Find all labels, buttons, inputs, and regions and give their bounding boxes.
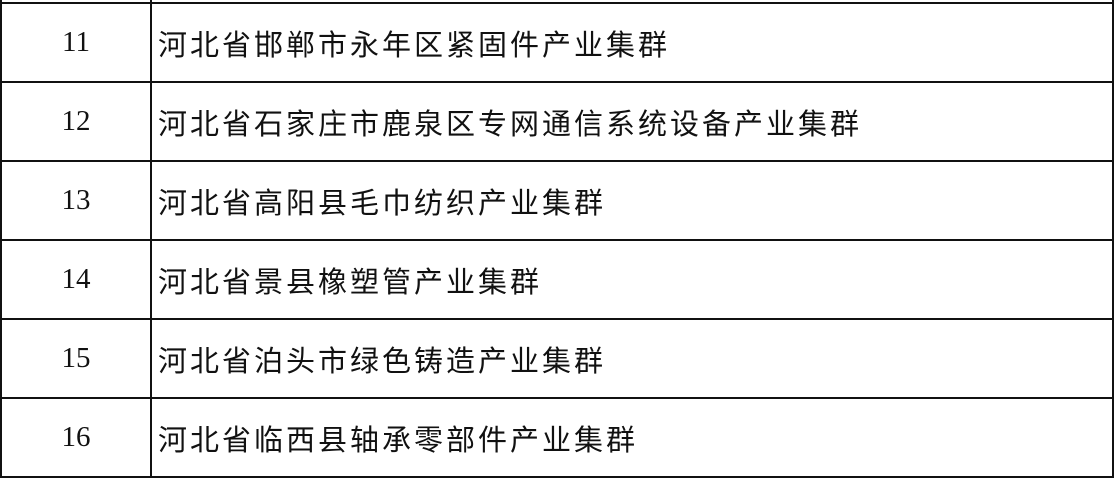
row-number: 14 bbox=[0, 239, 152, 320]
table-row: 12 河北省石家庄市鹿泉区专网通信系统设备产业集群 bbox=[0, 81, 1114, 162]
table-row-partial bbox=[0, 0, 1114, 4]
table-row: 14 河北省景县橡塑管产业集群 bbox=[0, 239, 1114, 320]
row-number: 15 bbox=[0, 318, 152, 399]
cluster-name: 河北省临西县轴承零部件产业集群 bbox=[150, 397, 1114, 478]
table-row: 16 河北省临西县轴承零部件产业集群 bbox=[0, 397, 1114, 478]
table-cell-empty bbox=[0, 0, 152, 4]
cluster-name: 河北省邯郸市永年区紧固件产业集群 bbox=[150, 2, 1114, 83]
row-number: 16 bbox=[0, 397, 152, 478]
cluster-table: 11 河北省邯郸市永年区紧固件产业集群 12 河北省石家庄市鹿泉区专网通信系统设… bbox=[0, 0, 1114, 478]
cluster-name: 河北省高阳县毛巾纺织产业集群 bbox=[150, 160, 1114, 241]
table-row: 15 河北省泊头市绿色铸造产业集群 bbox=[0, 318, 1114, 399]
table-row: 11 河北省邯郸市永年区紧固件产业集群 bbox=[0, 2, 1114, 83]
row-number: 12 bbox=[0, 81, 152, 162]
cluster-name: 河北省石家庄市鹿泉区专网通信系统设备产业集群 bbox=[150, 81, 1114, 162]
cluster-name: 河北省景县橡塑管产业集群 bbox=[150, 239, 1114, 320]
row-number: 11 bbox=[0, 2, 152, 83]
table-cell-empty bbox=[150, 0, 1114, 4]
table-row: 13 河北省高阳县毛巾纺织产业集群 bbox=[0, 160, 1114, 241]
cluster-name: 河北省泊头市绿色铸造产业集群 bbox=[150, 318, 1114, 399]
row-number: 13 bbox=[0, 160, 152, 241]
